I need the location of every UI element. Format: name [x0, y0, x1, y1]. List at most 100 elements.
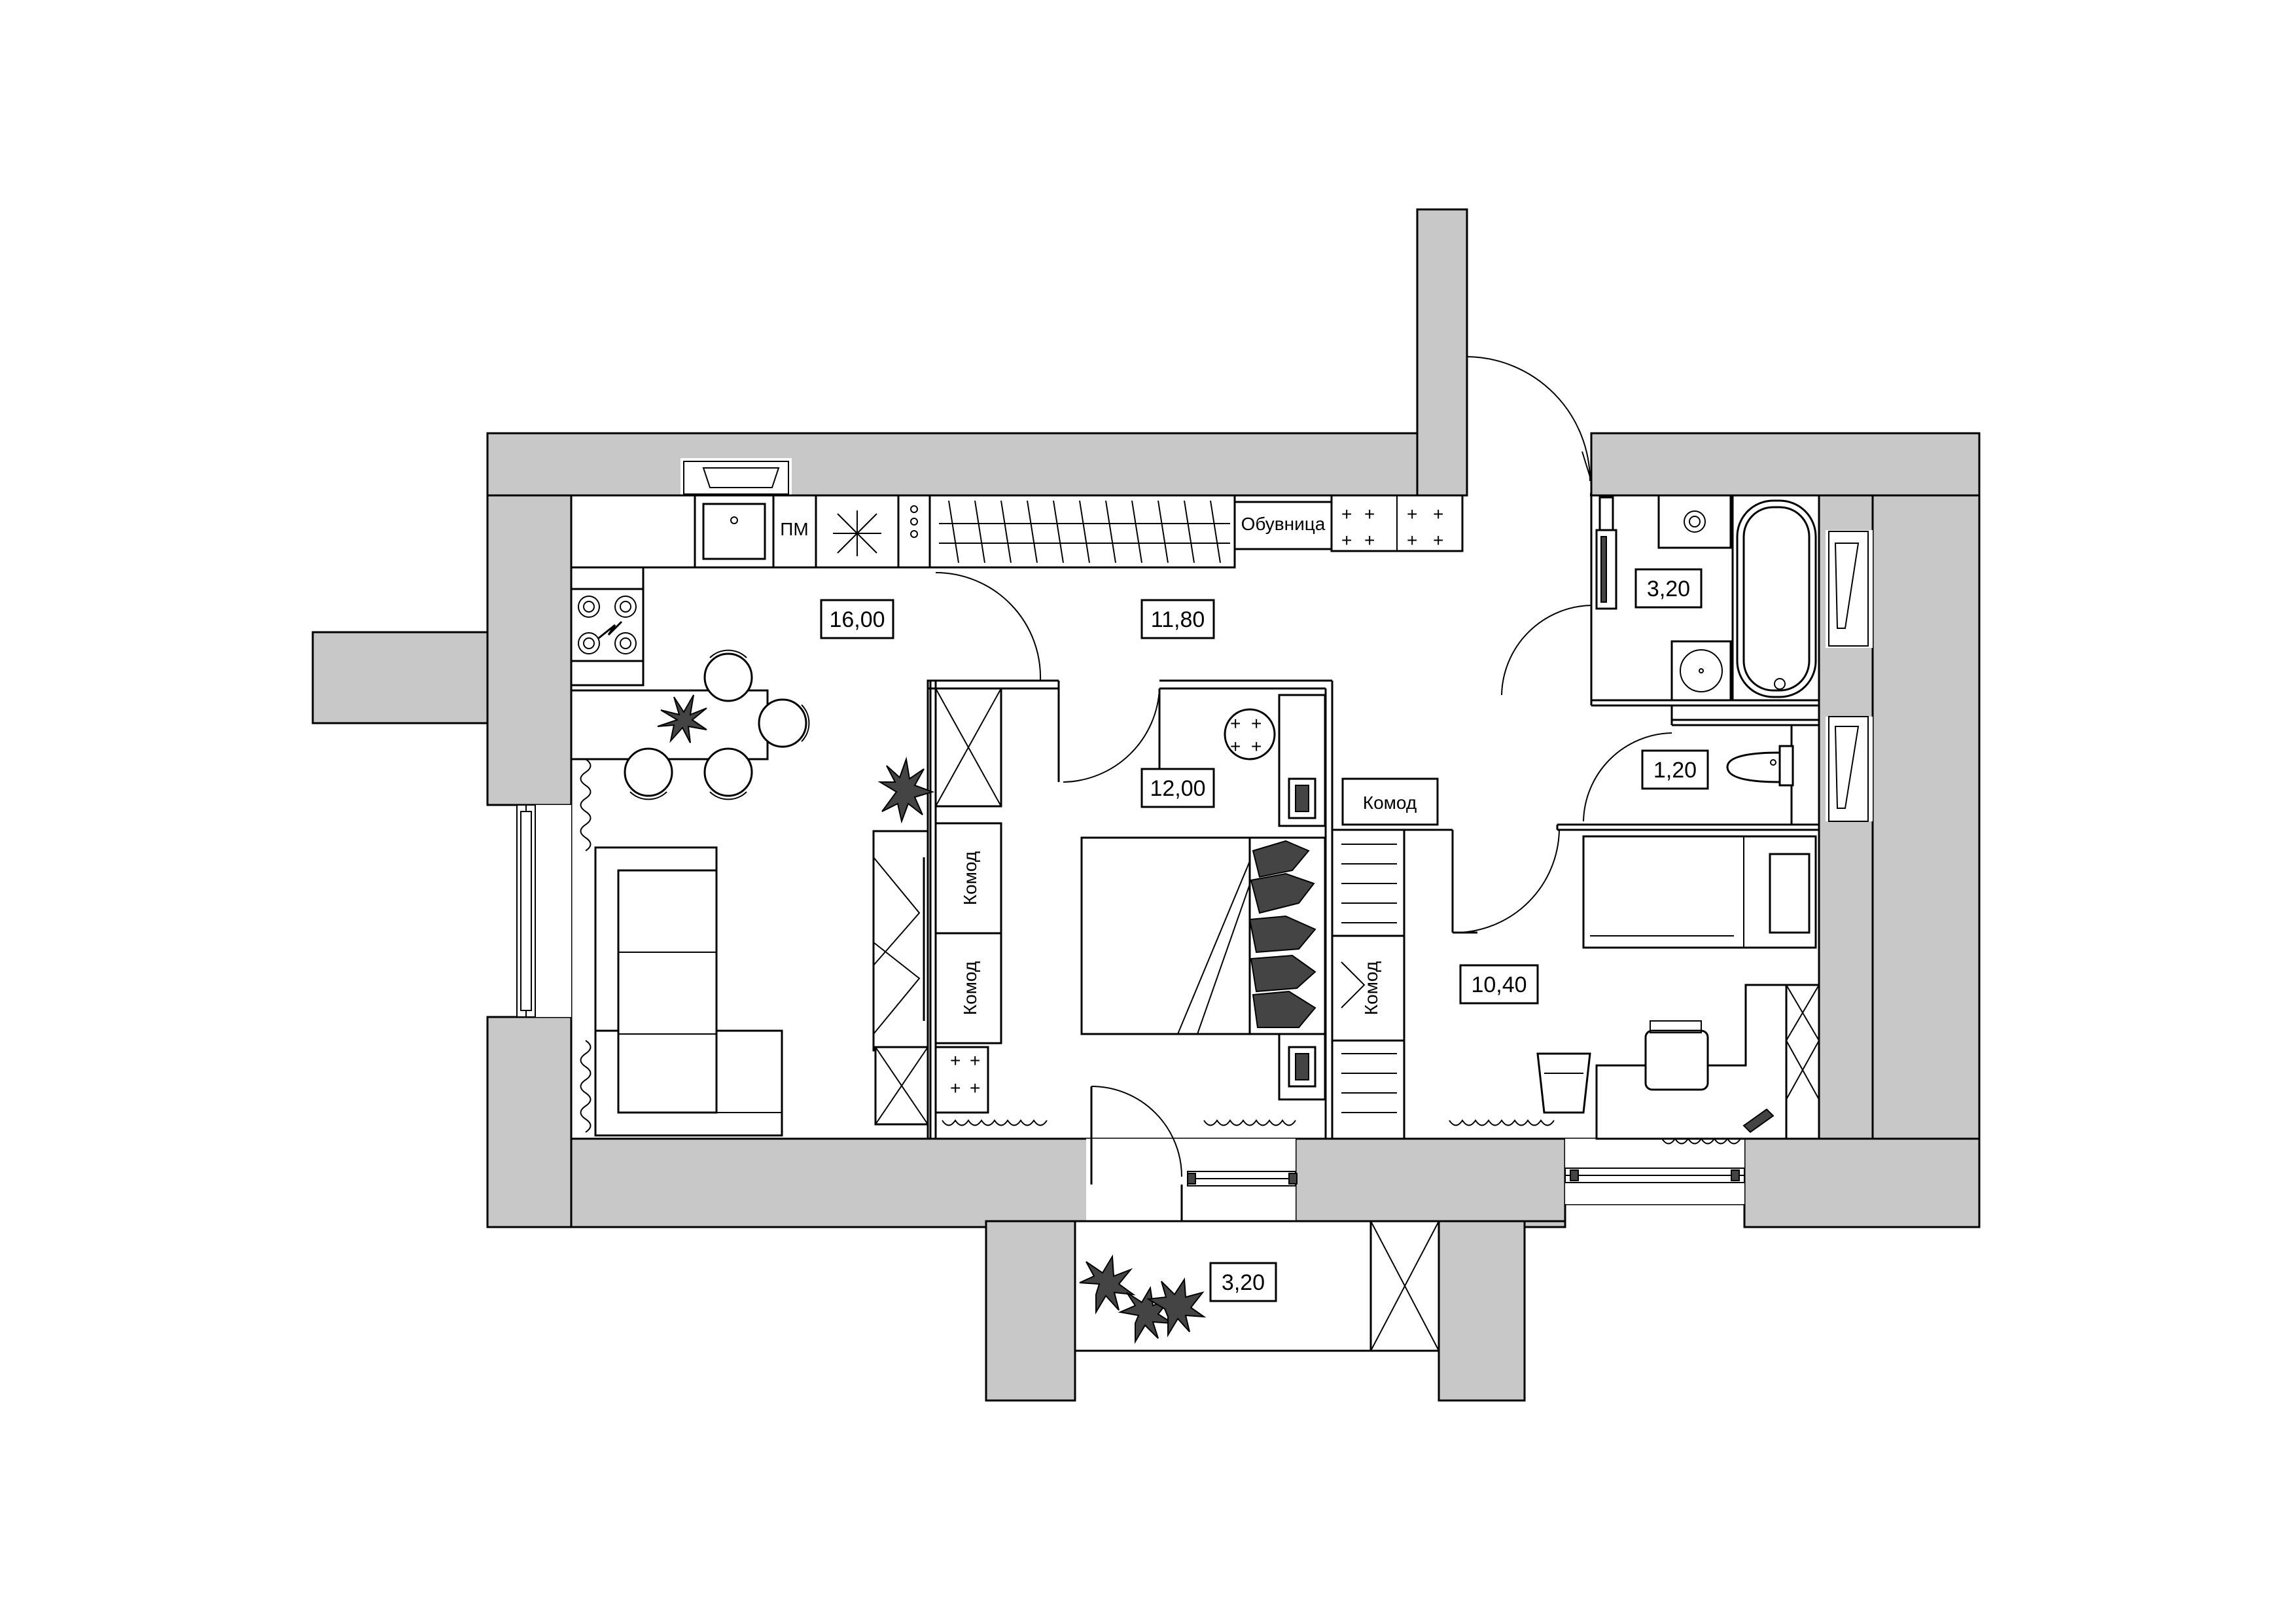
bath-window: [1828, 531, 1869, 647]
area-value: 3,20: [1222, 1270, 1265, 1295]
plant-icon: [1079, 1254, 1207, 1344]
svg-text:+: +: [1407, 504, 1417, 524]
kids-bed: [1582, 835, 1817, 949]
toilet-door: [1583, 732, 1672, 822]
area-label-hallway: 11,80: [1140, 599, 1215, 639]
desk-lamp: [1742, 1108, 1775, 1133]
washing-machine-label: ПМ: [780, 519, 808, 539]
kitchen-hall-door: [935, 572, 1042, 681]
top-wall-right: [1590, 432, 1981, 497]
wardrobe-kitchen: [874, 687, 1002, 1126]
bathroom-fixtures: [1595, 494, 1817, 702]
kids-window: [1564, 1168, 1745, 1183]
curtain-bedroom: [942, 1119, 1296, 1126]
svg-text:+: +: [1433, 530, 1443, 550]
wc-window: [1828, 716, 1869, 822]
left-wall-lower: [486, 1016, 573, 1228]
balcony-door-window: [1187, 1171, 1298, 1186]
bedroom-door: [1057, 688, 1161, 783]
washing-machine: [772, 494, 817, 569]
plant-icon: [877, 757, 935, 824]
chair: [703, 747, 753, 800]
living-window: [516, 804, 536, 1018]
hall-seat-cabinet: + + + + + + + +: [1330, 494, 1464, 552]
partition-bedroom-left: [927, 679, 937, 1140]
bottom-wall-right: [1743, 1137, 1981, 1228]
kids-door: [1456, 829, 1560, 933]
right-wall-outer: [1871, 494, 1981, 1140]
hallway-wardrobe: [928, 494, 1236, 569]
chair: [624, 747, 673, 800]
shoe-cabinet: Обувница: [1233, 501, 1333, 550]
kids-desk: [1595, 984, 1820, 1140]
shoe-cabinet-label: Обувница: [1241, 514, 1326, 534]
balcony-wall-right: [1438, 1220, 1526, 1402]
left-wall-ledge: [311, 631, 489, 724]
area-value: 10,40: [1471, 972, 1527, 997]
curtain-left: [580, 758, 592, 1133]
sofa: [594, 846, 783, 1137]
round-table: ++ ++: [1224, 708, 1276, 760]
area-value: 12,00: [1150, 776, 1205, 801]
bottom-wall-left: [486, 1137, 1089, 1228]
area-value: 11,80: [1151, 607, 1205, 632]
doors: [935, 356, 1672, 1221]
side-chair: [1536, 1052, 1591, 1114]
svg-text:+: +: [1230, 713, 1241, 734]
dining-set: [570, 649, 810, 800]
svg-text:+: +: [950, 1050, 961, 1071]
plant-icon: [657, 694, 707, 743]
curtain-kids: [1449, 1119, 1741, 1145]
entrance-door: [1466, 356, 1592, 494]
dresser-left: Комод Комод: [934, 822, 1002, 1044]
svg-text:+: +: [1341, 504, 1352, 524]
kids-wardrobe: Комод: [1331, 829, 1405, 1140]
dresser-label: Комод: [1361, 961, 1381, 1015]
area-label-bathroom: 3,20: [1634, 568, 1703, 609]
double-bed: [1080, 836, 1326, 1035]
entrance-pier: [1416, 208, 1468, 497]
area-value: 16,00: [829, 607, 885, 632]
area-label-balcony: 3,20: [1209, 1262, 1277, 1302]
dresser-label: Комод: [960, 961, 980, 1015]
entrance-opening: [1462, 432, 1590, 497]
washbasin: [1670, 640, 1732, 702]
balcony: [1074, 1220, 1440, 1352]
svg-text:+: +: [1364, 504, 1375, 524]
svg-text:+: +: [1341, 530, 1352, 550]
svg-text:+: +: [950, 1078, 961, 1098]
area-label-kids: 10,40: [1459, 964, 1539, 1005]
area-label-bedroom: 12,00: [1140, 768, 1215, 808]
svg-text:+: +: [1407, 530, 1417, 550]
area-value: 1,20: [1653, 758, 1697, 783]
svg-text:+: +: [970, 1078, 980, 1098]
area-labels: 16,00 11,80 12,00 3,20 1,20 10,40 3,20: [820, 568, 1709, 1302]
svg-text:+: +: [1251, 736, 1262, 757]
svg-text:+: +: [1364, 530, 1375, 550]
dresser-label: Комод: [960, 851, 980, 905]
kitchen-top-window: [683, 461, 789, 495]
top-wall-left: [486, 432, 1419, 497]
chair: [758, 698, 810, 748]
svg-text:+: +: [970, 1050, 980, 1071]
area-label-living: 16,00: [820, 599, 894, 639]
area-value: 3,20: [1647, 577, 1690, 601]
hob: [570, 588, 645, 662]
bathroom-door: [1501, 605, 1593, 696]
komod-hall: Комод: [1341, 777, 1439, 826]
nightstand: [1278, 694, 1326, 1101]
toilet-fixtures: [1726, 745, 1794, 787]
dresser-label: Комод: [1363, 793, 1417, 813]
balcony-door: [1090, 1086, 1183, 1221]
svg-text:+: +: [1230, 736, 1241, 757]
area-label-toilet: 1,20: [1641, 749, 1709, 790]
svg-text:+: +: [1433, 504, 1443, 524]
bottom-wall-mid: [1294, 1137, 1566, 1222]
kitchen-area: ПМ: [570, 494, 931, 687]
office-chair: [1644, 1020, 1709, 1091]
chair: [703, 649, 753, 702]
windows: [516, 461, 1869, 1186]
star-icon: [833, 510, 881, 556]
tv-unit: [872, 830, 929, 1052]
